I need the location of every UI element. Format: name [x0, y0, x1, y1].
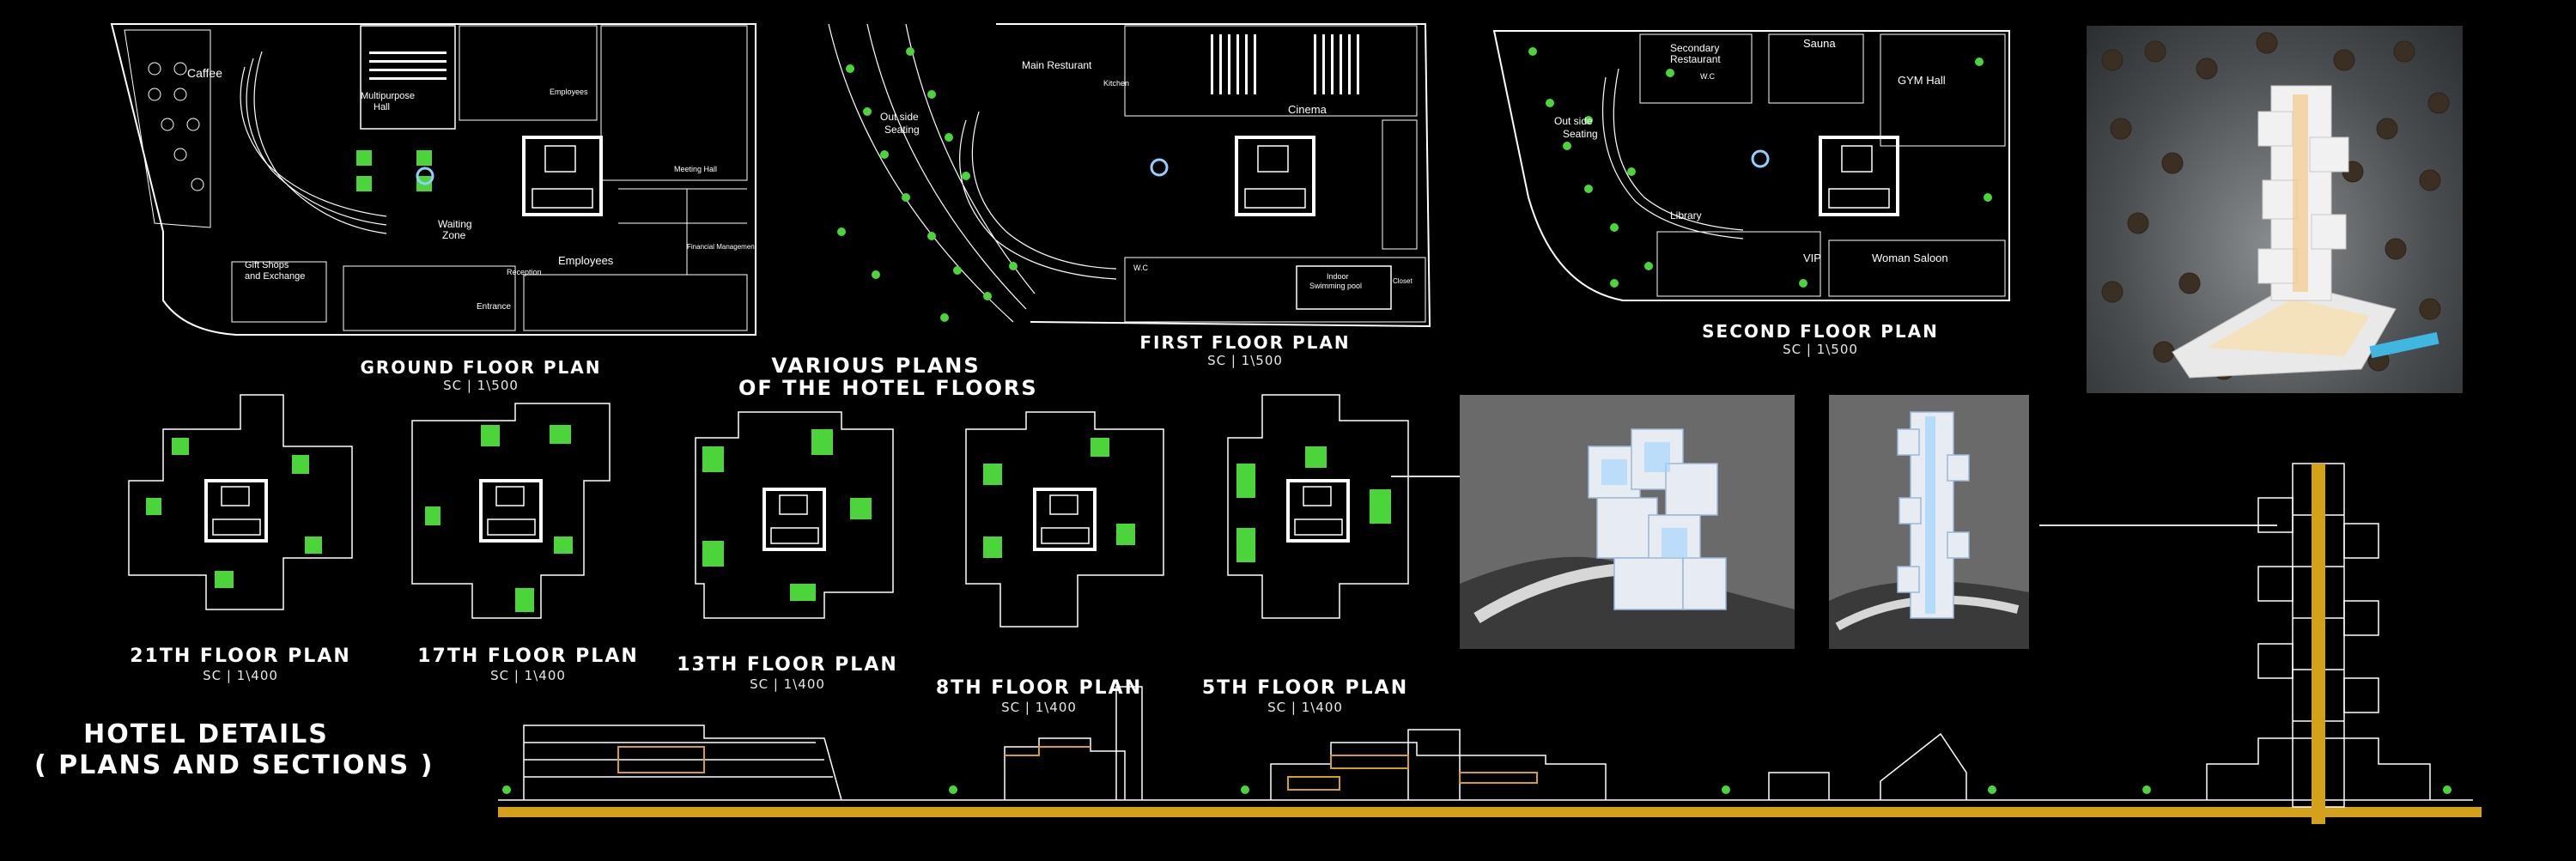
render-aerial-view — [2087, 26, 2463, 393]
hotel-section — [498, 463, 2482, 824]
label-main-rest: Main Resturant — [1022, 59, 1092, 71]
label-closet: Closet — [1393, 277, 1413, 285]
plan-8-title: 8TH FLOOR PLAN — [935, 677, 1143, 699]
label-multipurpose: Multipurpose — [361, 91, 415, 101]
label-kitchen: Kitchen — [1103, 79, 1129, 88]
first-fountain — [1150, 158, 1169, 177]
label-vip: VIP — [1803, 252, 1821, 264]
label-waiting: Waiting — [438, 218, 472, 230]
second-outline — [1492, 30, 2010, 301]
label-caffee: Caffee — [187, 66, 222, 80]
first-floor-plan: Main Resturant Kitchen Cinema Out side S… — [828, 23, 1431, 328]
label-reception: Reception — [507, 268, 542, 276]
ground-fountain — [416, 167, 434, 185]
label-first-wc: W.C — [1133, 264, 1148, 272]
plan-17-scale: SC | 1\400 — [490, 668, 566, 683]
label-financial: Financial Management — [687, 243, 757, 251]
hotel-details-line2: ( PLANS AND SECTIONS ) — [34, 750, 434, 780]
ground-hall-seats — [369, 52, 447, 80]
second-plan-title: SECOND FLOOR PLAN — [1702, 321, 1939, 342]
plan-5-scale: SC | 1\400 — [1267, 700, 1343, 715]
second-fountain — [1751, 149, 1770, 168]
label-zone: Zone — [442, 229, 466, 241]
second-green-plants — [1528, 47, 1992, 288]
render-cluster-view — [1460, 395, 1795, 649]
label-employees-2: Employees — [550, 88, 588, 96]
plan-21th — [128, 394, 353, 610]
plan-13-scale: SC | 1\400 — [750, 676, 825, 692]
first-plan-scale: SC | 1\500 — [1207, 353, 1283, 368]
hotel-details-line1: HOTEL DETAILS — [83, 719, 329, 749]
first-plan-title: FIRST FLOOR PLAN — [1139, 332, 1351, 353]
ground-outline — [110, 23, 756, 336]
ground-floor-plan: Caffee Multipurpose Hall Waiting Zone Gi… — [110, 23, 757, 336]
plan-13-title: 13TH FLOOR PLAN — [677, 654, 898, 676]
section-gold-highlights — [617, 746, 1538, 791]
plan-5th — [1227, 394, 1409, 619]
label-library: Library — [1670, 209, 1702, 221]
label-cinema: Cinema — [1288, 103, 1327, 116]
label-sauna: Sauna — [1803, 37, 1836, 50]
plan-13th — [695, 411, 894, 619]
ground-cafe-tables — [148, 62, 204, 191]
second-plan-scale: SC | 1\500 — [1783, 342, 1858, 357]
second-floor-plan: Sauna Secondary Restaurant GYM Hall Out … — [1492, 30, 2010, 301]
plan-17-title: 17TH FLOOR PLAN — [417, 646, 639, 667]
plan-8-scale: SC | 1\400 — [1001, 700, 1077, 715]
label-pool: Swimming pool — [1309, 282, 1362, 290]
label-gift: Gift Shops — [245, 260, 289, 270]
label-exchange: and Exchange — [245, 271, 305, 282]
plan-8th — [965, 411, 1164, 628]
plan-5-title: 5TH FLOOR PLAN — [1201, 677, 1409, 699]
label-woman: Woman Saloon — [1872, 252, 1948, 264]
label-indoor: Indoor — [1327, 272, 1349, 281]
label-meeting: Meeting Hall — [674, 165, 717, 173]
label-first-outside: Out side — [880, 111, 919, 123]
section-low-buildings — [523, 686, 1967, 801]
label-second-wc: W.C — [1700, 72, 1715, 81]
label-restaurant: Restaurant — [1670, 53, 1721, 65]
label-second-outside: Out side — [1554, 115, 1593, 127]
label-secondary: Secondary — [1670, 42, 1719, 54]
floor-plans-row — [128, 394, 1409, 628]
various-plans-title-line1: VARIOUS PLANS — [771, 354, 981, 378]
various-plans-title-line2: OF THE HOTEL FLOORS — [738, 376, 1038, 400]
label-second-seating: Seating — [1563, 128, 1598, 140]
plan-17th — [411, 403, 611, 619]
render-tower-view — [1829, 395, 2029, 649]
label-first-seating: Seating — [884, 124, 920, 136]
label-gym: GYM Hall — [1898, 74, 1946, 87]
first-cinema-seats — [1211, 34, 1359, 94]
label-entrance: Entrance — [477, 302, 511, 312]
ground-plan-title: GROUND FLOOR PLAN — [360, 357, 602, 378]
plan-21-scale: SC | 1\400 — [203, 668, 278, 683]
ground-plan-scale: SC | 1\500 — [443, 378, 519, 393]
ground-line — [498, 807, 2482, 817]
plan-21-title: 21TH FLOOR PLAN — [130, 646, 351, 667]
first-outline — [996, 23, 1431, 328]
section-trees — [502, 785, 2451, 794]
label-hall: Hall — [374, 102, 390, 112]
label-employees: Employees — [558, 254, 614, 267]
first-green-plants — [837, 47, 1018, 322]
